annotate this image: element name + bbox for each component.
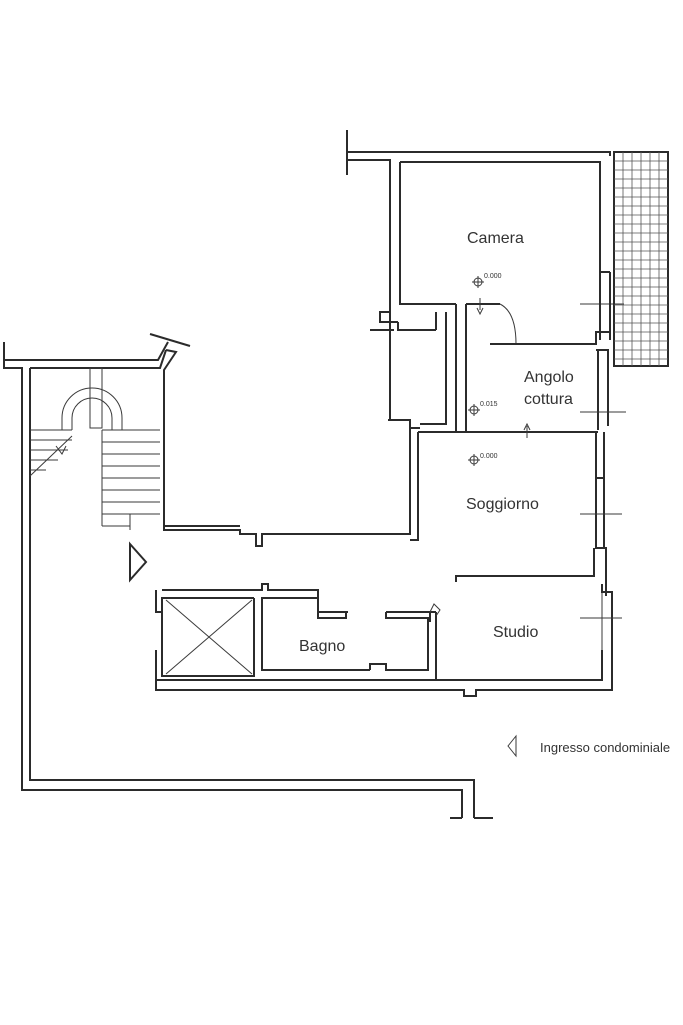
level-text-angolo: 0.015 bbox=[480, 401, 498, 408]
level-text-camera: 0.000 bbox=[484, 273, 502, 280]
room-angolo-cottura bbox=[418, 349, 626, 438]
condominial-entrance-arrow-icon bbox=[507, 734, 517, 758]
staircase bbox=[29, 367, 160, 530]
shaft-cross bbox=[165, 599, 253, 675]
central-partitions bbox=[370, 312, 447, 429]
level-marker-soggiorno bbox=[468, 454, 480, 466]
room-camera bbox=[455, 272, 624, 432]
room-bagno bbox=[155, 583, 429, 680]
balcony bbox=[613, 151, 669, 367]
level-text-soggiorno: 0.000 bbox=[480, 453, 498, 460]
room-studio bbox=[155, 584, 622, 697]
room-label-soggiorno: Soggiorno bbox=[466, 496, 539, 513]
level-marker-angolo bbox=[468, 404, 480, 416]
room-soggiorno bbox=[409, 424, 622, 596]
room-label-studio: Studio bbox=[493, 624, 538, 641]
exterior-walls bbox=[3, 130, 611, 819]
entrance-arrow-icon bbox=[129, 541, 148, 583]
entrance-label: Ingresso condominiale bbox=[540, 740, 670, 755]
room-label-camera: Camera bbox=[467, 230, 524, 247]
level-marker-camera bbox=[472, 276, 484, 316]
stair-arrow-icon bbox=[55, 445, 67, 455]
room-label-angolo-line1: Angolo bbox=[524, 369, 574, 386]
room-label-bagno: Bagno bbox=[299, 638, 345, 655]
room-label-angolo-line2: cottura bbox=[524, 391, 573, 408]
